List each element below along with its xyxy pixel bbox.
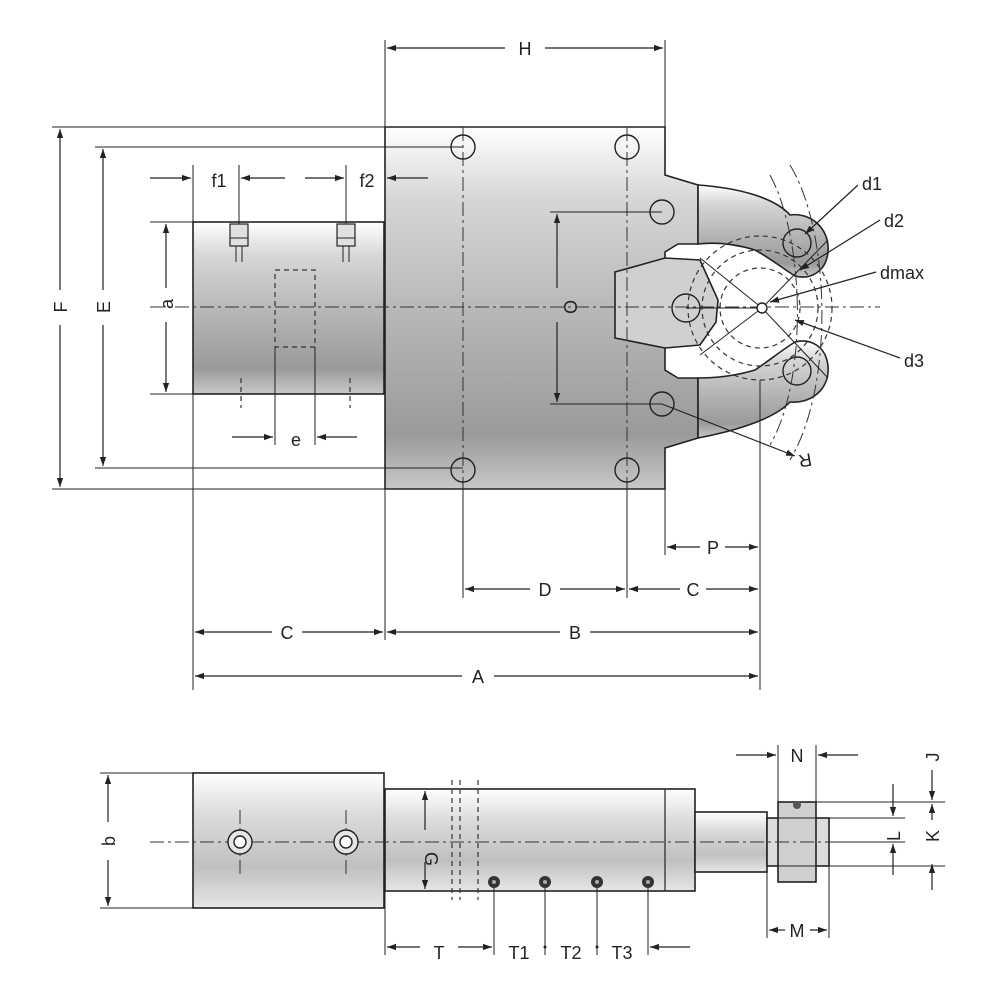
label-b: b [99, 836, 119, 846]
label-T3: T3 [611, 943, 632, 963]
side-screw-2 [333, 829, 359, 855]
label-d2: d2 [884, 211, 904, 231]
label-C-left: C [281, 623, 294, 643]
jaw-pin-lower [782, 356, 812, 386]
label-A: A [472, 667, 484, 687]
upper-jaw-arm [697, 184, 829, 278]
label-K: K [923, 830, 943, 842]
hidden-slot [274, 269, 316, 348]
label-E: E [94, 301, 114, 313]
label-a: a [157, 298, 177, 309]
mount-hole [614, 134, 640, 160]
grip-center [756, 302, 768, 314]
label-f1: f1 [211, 171, 226, 191]
jaw-pin-upper [782, 228, 812, 258]
label-T: T [434, 943, 445, 963]
label-f2: f2 [359, 171, 374, 191]
label-M: M [790, 921, 805, 941]
label-N: N [791, 746, 804, 766]
lower-jaw-arm [697, 340, 829, 439]
label-d1: d1 [862, 174, 882, 194]
label-C-right: C [687, 580, 700, 600]
label-H: H [519, 39, 532, 59]
label-d3: d3 [904, 351, 924, 371]
label-B: B [569, 623, 581, 643]
label-T2: T2 [560, 943, 581, 963]
label-e: e [291, 430, 301, 450]
label-dmax: dmax [880, 263, 924, 283]
label-J: J [923, 753, 943, 762]
side-view: b G T T1 T2 T3 N M [99, 745, 945, 963]
label-O: O [560, 300, 580, 314]
label-P: P [707, 538, 719, 558]
side-cylinder [384, 788, 696, 892]
top-view: H F E a f1 f2 O [51, 39, 924, 690]
piston-head [614, 257, 719, 349]
label-L: L [884, 831, 904, 841]
label-G: G [421, 852, 441, 866]
side-screw-1 [227, 829, 253, 855]
label-T1: T1 [508, 943, 529, 963]
label-R: R [797, 449, 813, 471]
rear-block [192, 221, 385, 395]
label-F: F [51, 302, 71, 313]
label-D: D [539, 580, 552, 600]
set-screw-f2 [336, 223, 356, 262]
